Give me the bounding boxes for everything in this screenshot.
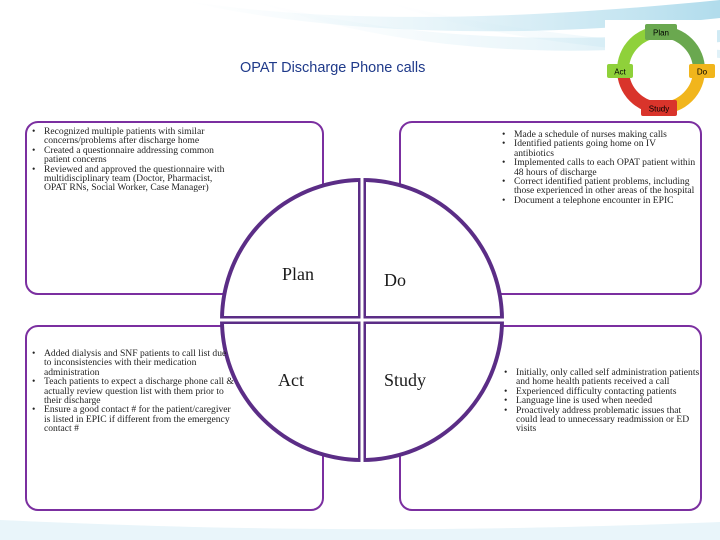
quad-plan bbox=[224, 182, 358, 316]
do-item: Document a telephone encounter in EPIC bbox=[502, 195, 698, 205]
do-item: Identified patients going home on IV ant… bbox=[502, 139, 698, 158]
do-item: Made a schedule of nurses making calls bbox=[502, 129, 698, 139]
pdsa-study-label: Study bbox=[649, 105, 669, 114]
plan-item: Reviewed and approved the questionnaire … bbox=[32, 164, 230, 193]
page-title: OPAT Discharge Phone calls bbox=[240, 60, 426, 76]
plan-text-box: Recognized multiple patients with simila… bbox=[30, 127, 230, 193]
study-quadrant-label: Study bbox=[384, 370, 427, 390]
act-quadrant-label: Act bbox=[278, 370, 304, 390]
do-item: Correct identified patient problems, inc… bbox=[502, 177, 698, 196]
quad-do bbox=[366, 182, 500, 316]
act-text-box: Added dialysis and SNF patients to call … bbox=[30, 349, 235, 434]
pdsa-act-box bbox=[607, 64, 633, 78]
pdsa-cycle-graphic: Plan Do Study Act bbox=[605, 20, 717, 120]
pdsa-do-label: Do bbox=[697, 68, 708, 77]
study-item: Language line is used when needed bbox=[504, 396, 702, 406]
act-item: Ensure a good contact # for the patient/… bbox=[32, 405, 235, 433]
plan-item: Created a questionnaire addressing commo… bbox=[32, 146, 230, 165]
pdsa-study-box bbox=[641, 100, 677, 116]
study-item: Initially, only called self administrati… bbox=[504, 368, 702, 387]
pdsa-act-label: Act bbox=[614, 68, 626, 77]
act-item: Teach patients to expect a discharge pho… bbox=[32, 377, 235, 405]
pdsa-plan-label: Plan bbox=[653, 29, 669, 38]
quad-study bbox=[366, 324, 500, 458]
study-item: Proactively address problematic issues t… bbox=[504, 405, 702, 434]
pdsa-do-box bbox=[689, 64, 715, 78]
quad-act bbox=[224, 324, 358, 458]
do-item: Implemented calls to each OPAT patient w… bbox=[502, 158, 698, 177]
plan-quadrant-label: Plan bbox=[282, 264, 315, 284]
act-item: Added dialysis and SNF patients to call … bbox=[32, 349, 235, 377]
do-text-box: Made a schedule of nurses making calls I… bbox=[500, 129, 698, 205]
study-item: Experienced difficulty contacting patien… bbox=[504, 386, 702, 396]
do-quadrant-label: Do bbox=[384, 270, 406, 290]
pdsa-plan-box bbox=[645, 24, 677, 40]
study-text-box: Initially, only called self administrati… bbox=[502, 368, 702, 434]
plan-item: Recognized multiple patients with simila… bbox=[32, 127, 230, 146]
